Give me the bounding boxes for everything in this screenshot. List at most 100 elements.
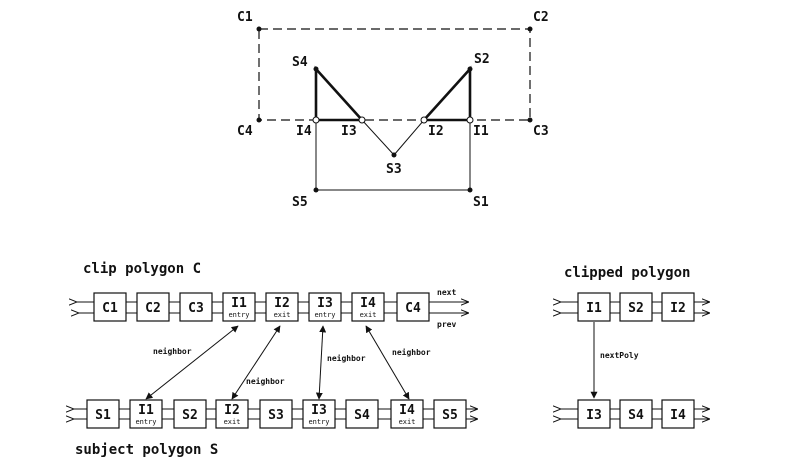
label-c2: C2 xyxy=(533,10,549,25)
label-c3: C3 xyxy=(533,124,549,139)
list-node-c1: C1 xyxy=(94,293,126,321)
node-type-entry: entry xyxy=(228,311,249,319)
vertex-c3 xyxy=(528,118,533,123)
prev-label: prev xyxy=(437,320,456,329)
node-label-i2: I2 xyxy=(224,403,240,418)
intersection-i1 xyxy=(467,117,473,123)
label-i1: I1 xyxy=(473,124,489,139)
node-label-s5: S5 xyxy=(442,408,458,423)
node-label-s3: S3 xyxy=(268,408,284,423)
node-label-i4: I4 xyxy=(399,403,415,418)
clip-list-nodes: C1C2C3I1entryI2exitI3entryI4exitC4 xyxy=(94,293,429,321)
list-node-s3: S3 xyxy=(260,400,292,428)
neighbor-label-1: neighbor xyxy=(153,346,192,356)
clipped-polygon-lists: nextPoly I1 S2 I2 I3 S4 I4 xyxy=(561,293,710,428)
node-label-c1: C1 xyxy=(102,301,118,316)
list-node-c3: C3 xyxy=(180,293,212,321)
clipped-row1-nodes: I1 S2 I2 xyxy=(578,293,694,321)
label-s4: S4 xyxy=(292,55,308,70)
neighbor-label-4: neighbor xyxy=(392,347,431,357)
list-node-s2: S2 xyxy=(174,400,206,428)
node-type-entry: entry xyxy=(308,418,329,426)
list-node-s1: S1 xyxy=(87,400,119,428)
node-type-exit: exit xyxy=(399,418,416,426)
label-i2: I2 xyxy=(428,124,444,139)
neighbor-link-i3 xyxy=(319,326,323,399)
clipped-polygon-title: clipped polygon xyxy=(564,265,690,281)
vertex-c1 xyxy=(257,27,262,32)
node-label-i1: I1 xyxy=(586,301,602,316)
list-node-s5: S5 xyxy=(434,400,466,428)
vertex-s2 xyxy=(468,67,473,72)
subject-edge-s3-i2 xyxy=(394,120,424,155)
subject-polygon-title: subject polygon S xyxy=(75,442,218,458)
node-type-exit: exit xyxy=(360,311,377,319)
neighbor-link-i2 xyxy=(232,326,280,399)
clip-polygon-title: clip polygon C xyxy=(83,261,201,277)
clip-rectangle xyxy=(259,29,530,120)
node-label-i2: I2 xyxy=(670,301,686,316)
list-node-s4: S4 xyxy=(620,400,652,428)
vertex-s1 xyxy=(468,188,473,193)
node-label-c3: C3 xyxy=(188,301,204,316)
neighbor-link-i1 xyxy=(146,326,238,399)
label-i3: I3 xyxy=(341,124,357,139)
node-label-i1: I1 xyxy=(231,296,247,311)
node-type-entry: entry xyxy=(314,311,335,319)
vertex-s4 xyxy=(314,67,319,72)
node-label-i3: I3 xyxy=(586,408,602,423)
vertex-c2 xyxy=(528,27,533,32)
label-s2: S2 xyxy=(474,52,490,67)
label-c4: C4 xyxy=(237,124,253,139)
list-node-i3: I3 xyxy=(578,400,610,428)
node-label-s4: S4 xyxy=(354,408,370,423)
list-node-s4: S4 xyxy=(346,400,378,428)
intersection-i4 xyxy=(313,117,319,123)
clipped-triangle-left xyxy=(316,69,362,120)
label-i4: I4 xyxy=(296,124,312,139)
node-label-i4: I4 xyxy=(360,296,376,311)
vertex-c4 xyxy=(257,118,262,123)
list-node-i1: I1entry xyxy=(223,293,255,321)
node-label-s1: S1 xyxy=(95,408,111,423)
node-type-exit: exit xyxy=(224,418,241,426)
next-label: next xyxy=(437,288,456,297)
node-label-i3: I3 xyxy=(311,403,327,418)
next-poly-label: nextPoly xyxy=(600,351,639,360)
label-c1: C1 xyxy=(237,10,253,25)
node-type-entry: entry xyxy=(135,418,156,426)
vertex-s3 xyxy=(392,153,397,158)
list-node-i4: I4 xyxy=(662,400,694,428)
list-node-i3: I3entry xyxy=(303,400,335,428)
node-label-i4: I4 xyxy=(670,408,686,423)
intersection-i3 xyxy=(359,117,365,123)
geometry-figure: C1 C2 C4 C3 S4 S2 I4 I3 I2 I1 S3 S5 S1 xyxy=(237,10,549,210)
intersection-i2 xyxy=(421,117,427,123)
node-label-s2: S2 xyxy=(182,408,198,423)
label-s1: S1 xyxy=(473,195,489,210)
vertex-s5 xyxy=(314,188,319,193)
list-node-i2: I2 xyxy=(662,293,694,321)
neighbor-link-i4 xyxy=(366,326,409,399)
node-label-i2: I2 xyxy=(274,296,290,311)
node-type-exit: exit xyxy=(274,311,291,319)
node-label-s4: S4 xyxy=(628,408,644,423)
clipped-row2-nodes: I3 S4 I4 xyxy=(578,400,694,428)
node-label-i1: I1 xyxy=(138,403,154,418)
node-label-i3: I3 xyxy=(317,296,333,311)
list-node-c2: C2 xyxy=(137,293,169,321)
list-node-s2: S2 xyxy=(620,293,652,321)
label-s5: S5 xyxy=(292,195,308,210)
subject-edge-i3-s3 xyxy=(362,120,394,155)
subject-list: S1I1entryS2I2exitS3I3entryS4I4exitS5 xyxy=(74,400,478,428)
neighbor-label-3: neighbor xyxy=(327,353,366,363)
neighbor-links: neighbor neighbor neighbor neighbor xyxy=(146,326,431,399)
